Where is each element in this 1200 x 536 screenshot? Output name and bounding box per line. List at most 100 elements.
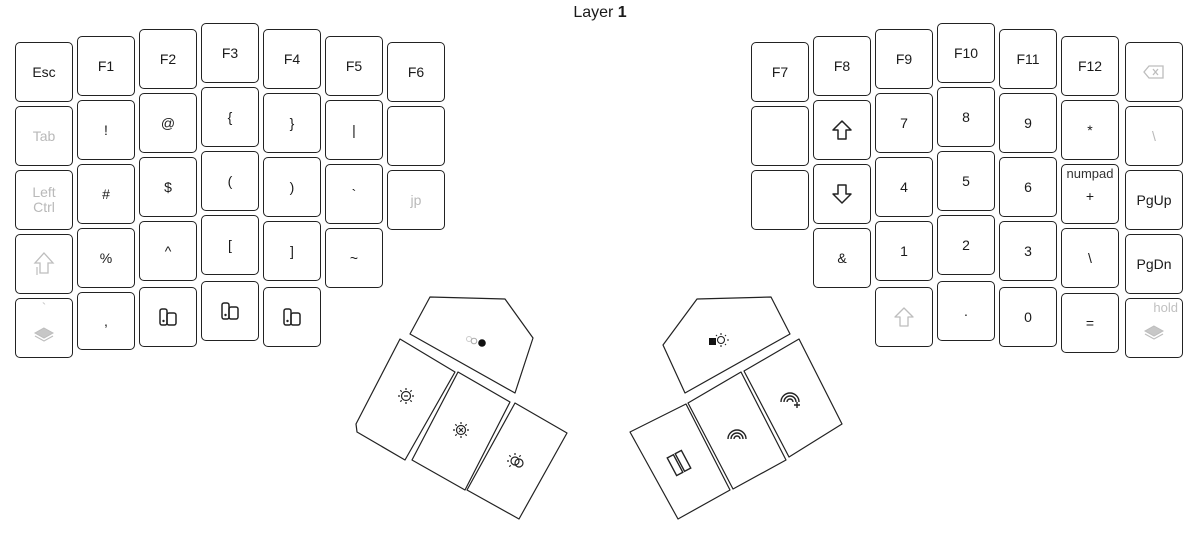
key-app-1[interactable] bbox=[139, 287, 197, 347]
key-f11[interactable]: F11 bbox=[999, 29, 1057, 89]
key-5[interactable]: 5 bbox=[937, 151, 995, 211]
key-label: $ bbox=[164, 178, 172, 195]
layer-icon bbox=[33, 327, 55, 342]
key-f1[interactable]: F1 bbox=[77, 36, 135, 96]
key-asterisk[interactable]: * bbox=[1061, 100, 1119, 160]
key-left-ctrl[interactable]: Left Ctrl bbox=[15, 170, 73, 230]
key-f8[interactable]: F8 bbox=[813, 36, 871, 96]
key-f2[interactable]: F2 bbox=[139, 29, 197, 89]
key-label: PgDn bbox=[1136, 255, 1172, 272]
key-exclamation[interactable]: ! bbox=[77, 100, 135, 160]
key-9[interactable]: 9 bbox=[999, 93, 1057, 153]
key-label: F3 bbox=[221, 44, 239, 61]
thumb-key-brightness-reset[interactable] bbox=[411, 371, 511, 491]
key-numpad-plus[interactable]: numpad + bbox=[1061, 164, 1119, 224]
key-jp[interactable]: jp bbox=[387, 170, 445, 230]
key-backslash-dim[interactable]: \ bbox=[1125, 106, 1183, 166]
key-lbrace[interactable]: { bbox=[201, 87, 259, 147]
key-0[interactable]: 0 bbox=[999, 287, 1057, 347]
key-blank-l1[interactable] bbox=[387, 106, 445, 166]
key-1[interactable]: 1 bbox=[875, 221, 933, 281]
key-layer-left[interactable]: ` bbox=[15, 298, 73, 358]
key-backtick[interactable]: ` bbox=[325, 164, 383, 224]
key-blank-r2[interactable] bbox=[751, 170, 809, 230]
key-label: \ bbox=[1152, 127, 1156, 144]
key-lbracket[interactable]: [ bbox=[201, 215, 259, 275]
key-label: 1 bbox=[900, 242, 908, 259]
thumb-key-brightness-toggle[interactable] bbox=[662, 296, 791, 394]
key-label: 3 bbox=[1024, 242, 1032, 259]
key-label: F7 bbox=[771, 63, 789, 80]
key-percent[interactable]: % bbox=[77, 228, 135, 288]
key-f7[interactable]: F7 bbox=[751, 42, 809, 102]
key-label: + bbox=[1085, 187, 1095, 204]
key-label: * bbox=[1087, 121, 1093, 138]
key-4[interactable]: 4 bbox=[875, 157, 933, 217]
key-8[interactable]: 8 bbox=[937, 87, 995, 147]
brightness-auto-icon bbox=[507, 453, 524, 468]
key-arrow-down[interactable] bbox=[813, 164, 871, 224]
key-rbracket[interactable]: ] bbox=[263, 221, 321, 281]
brightness-down-icon bbox=[398, 388, 414, 404]
key-label: ] bbox=[290, 242, 294, 259]
key-layer-right[interactable]: hold bbox=[1125, 298, 1183, 358]
layer-title: Layer 1 bbox=[573, 4, 627, 21]
key-f3[interactable]: F3 bbox=[201, 23, 259, 83]
key-pgdn[interactable]: PgDn bbox=[1125, 234, 1183, 294]
key-f12[interactable]: F12 bbox=[1061, 36, 1119, 96]
key-label: ! bbox=[104, 121, 108, 138]
key-esc[interactable]: Esc bbox=[15, 42, 73, 102]
key-backslash[interactable]: \ bbox=[1061, 228, 1119, 288]
key-6[interactable]: 6 bbox=[999, 157, 1057, 217]
key-label: F12 bbox=[1077, 57, 1103, 74]
key-backspace[interactable] bbox=[1125, 42, 1183, 102]
key-hash[interactable]: # bbox=[77, 164, 135, 224]
key-2[interactable]: 2 bbox=[937, 215, 995, 275]
key-comma[interactable]: , bbox=[77, 292, 135, 350]
key-label: [ bbox=[228, 236, 232, 253]
key-label: ( bbox=[227, 172, 233, 189]
key-pgup[interactable]: PgUp bbox=[1125, 170, 1183, 230]
key-right-shift[interactable] bbox=[875, 287, 933, 347]
key-ampersand[interactable]: & bbox=[813, 228, 871, 288]
key-app-2[interactable] bbox=[201, 281, 259, 341]
key-app-3[interactable] bbox=[263, 287, 321, 347]
key-arrow-up[interactable] bbox=[813, 100, 871, 160]
key-blank-r1[interactable] bbox=[751, 106, 809, 166]
key-pipe[interactable]: | bbox=[325, 100, 383, 160]
key-label: F9 bbox=[895, 50, 913, 67]
key-3[interactable]: 3 bbox=[999, 221, 1057, 281]
key-f10[interactable]: F10 bbox=[937, 23, 995, 83]
split-screen-icon bbox=[666, 449, 692, 477]
key-label: F2 bbox=[159, 50, 177, 67]
key-label: 7 bbox=[900, 114, 908, 131]
key-label: 9 bbox=[1024, 114, 1032, 131]
key-label: 6 bbox=[1024, 178, 1032, 195]
key-label: = bbox=[1085, 314, 1095, 331]
key-dollar[interactable]: $ bbox=[139, 157, 197, 217]
key-f6[interactable]: F6 bbox=[387, 42, 445, 102]
key-rparen[interactable]: ) bbox=[263, 157, 321, 217]
key-caret[interactable]: ^ bbox=[139, 221, 197, 281]
key-f5[interactable]: F5 bbox=[325, 36, 383, 96]
key-label: { bbox=[227, 108, 233, 125]
key-tilde[interactable]: ~ bbox=[325, 228, 383, 288]
key-rbrace[interactable]: } bbox=[263, 93, 321, 153]
key-f4[interactable]: F4 bbox=[263, 29, 321, 89]
key-tab[interactable]: Tab bbox=[15, 106, 73, 166]
thumb-key-brightness-auto[interactable] bbox=[466, 402, 568, 520]
key-f9[interactable]: F9 bbox=[875, 29, 933, 89]
key-period[interactable]: . bbox=[937, 281, 995, 341]
key-left-shift[interactable] bbox=[15, 234, 73, 294]
key-lparen[interactable]: ( bbox=[201, 151, 259, 211]
key-equals[interactable]: = bbox=[1061, 293, 1119, 353]
backspace-icon bbox=[1143, 65, 1164, 79]
thumb-key-signal[interactable] bbox=[687, 371, 787, 490]
thumb-key-brightness-down[interactable] bbox=[355, 338, 456, 461]
key-at[interactable]: @ bbox=[139, 93, 197, 153]
key-7[interactable]: 7 bbox=[875, 93, 933, 153]
thumb-key-split[interactable] bbox=[629, 403, 731, 520]
thumb-key-mouse[interactable] bbox=[409, 296, 534, 394]
thumb-key-signal-add[interactable] bbox=[743, 338, 843, 458]
key-label: F4 bbox=[283, 50, 301, 67]
